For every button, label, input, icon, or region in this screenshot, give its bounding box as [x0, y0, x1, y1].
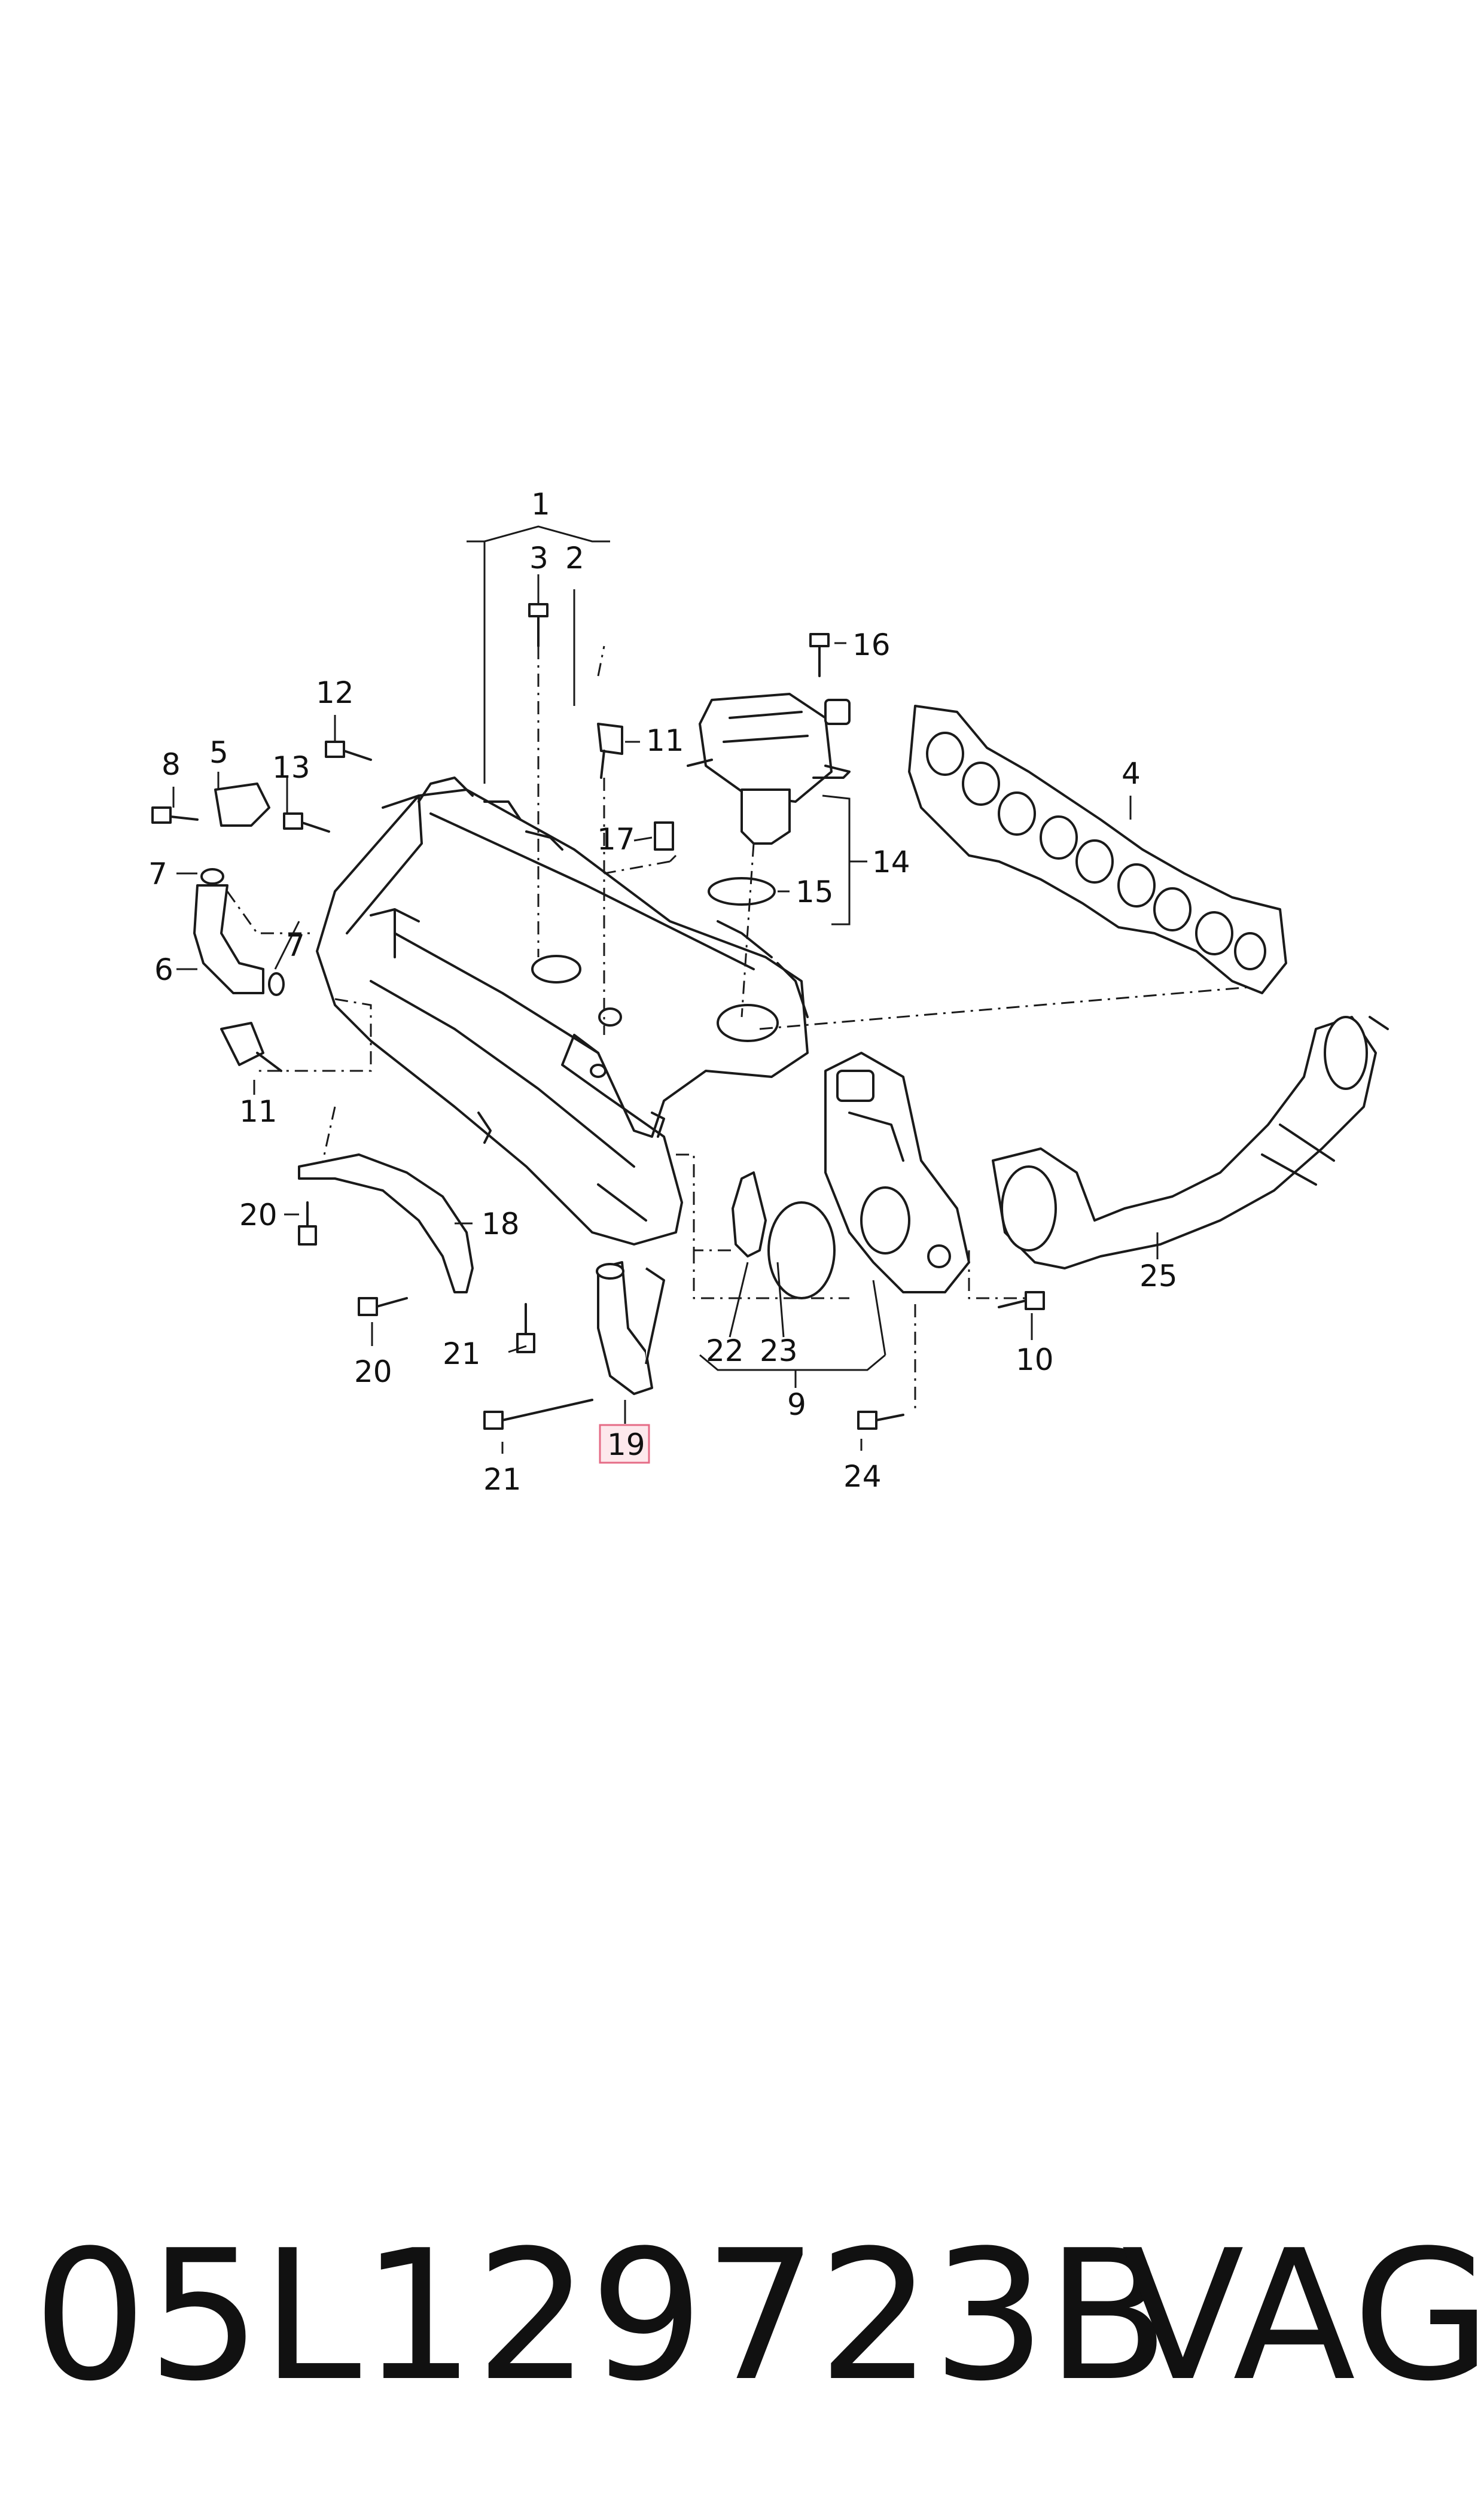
bolt-20-upper [298, 1201, 317, 1246]
temperature-sensor-lower [220, 1022, 282, 1072]
callout-10[interactable]: 10 [1016, 1342, 1054, 1377]
bolt-24 [857, 1411, 904, 1430]
callout-5[interactable]: 5 [209, 735, 228, 770]
bolt-21-upper [516, 1303, 535, 1353]
callout-15[interactable]: 15 [796, 875, 834, 909]
bolt-8 [151, 806, 199, 824]
callout-11-upper[interactable]: 11 [646, 723, 684, 758]
callout-12[interactable]: 12 [316, 675, 354, 710]
part-number: 05L129723B [33, 2212, 1169, 2420]
callout-17[interactable]: 17 [597, 822, 635, 857]
callout-8[interactable]: 8 [161, 747, 181, 782]
callout-19[interactable]: 19 [607, 1427, 645, 1462]
manifold-bracket [596, 1261, 665, 1395]
charge-air-pipe [992, 1016, 1389, 1269]
callout-7-upper[interactable]: 7 [148, 857, 167, 891]
callout-24[interactable]: 24 [843, 1459, 882, 1494]
callout-14[interactable]: 14 [872, 845, 910, 879]
brand-name: VAG [1122, 2212, 1484, 2420]
egr-valve [687, 693, 851, 845]
pressure-sensor [214, 783, 270, 827]
callout-23[interactable]: 23 [760, 1333, 798, 1368]
bolt-21-lower [483, 1399, 593, 1430]
callout-3[interactable]: 3 [529, 541, 548, 576]
callout-4[interactable]: 4 [1122, 756, 1141, 791]
callout-25[interactable]: 25 [1139, 1259, 1178, 1293]
callout-22[interactable]: 22 [706, 1333, 744, 1368]
washer-7-lower [268, 972, 285, 996]
o-ring [708, 877, 776, 906]
callout-20-upper[interactable]: 20 [239, 1198, 278, 1232]
throttle-body [824, 1052, 970, 1293]
callout-6[interactable]: 6 [154, 952, 173, 987]
bolt-12 [325, 741, 372, 761]
leader-lines [172, 525, 1159, 1454]
manifold-gasket [908, 705, 1287, 994]
assembly-axes [226, 646, 1251, 1412]
intake-manifold [316, 777, 809, 1246]
callout-11-lower[interactable]: 11 [239, 1094, 278, 1129]
seal-ring [767, 1201, 836, 1299]
callout-16[interactable]: 16 [852, 628, 891, 662]
callout-9[interactable]: 9 [787, 1387, 806, 1422]
callout-18[interactable]: 18 [482, 1207, 520, 1241]
callout-labels: 1 3 2 16 11 12 4 8 5 13 17 14 7 15 7 6 1… [148, 487, 1178, 1497]
callout-2[interactable]: 2 [565, 541, 584, 576]
callout-20-lower[interactable]: 20 [354, 1354, 392, 1389]
vacuum-hose [193, 884, 264, 994]
callout-1[interactable]: 1 [531, 487, 550, 522]
stud-17 [654, 821, 674, 851]
washer-7-upper [200, 868, 224, 885]
bolt-13 [283, 812, 330, 833]
support-bracket [298, 1153, 474, 1293]
bolt-10 [998, 1291, 1045, 1310]
callout-13[interactable]: 13 [272, 750, 310, 785]
bolt-20-lower [358, 1297, 408, 1316]
callout-21-lower[interactable]: 21 [483, 1462, 522, 1497]
flange-gasket [732, 1171, 767, 1258]
callout-19-highlight[interactable]: 19 [599, 1424, 650, 1464]
bolt-3 [528, 603, 548, 647]
callout-21-upper[interactable]: 21 [443, 1336, 481, 1371]
temperature-sensor-upper [597, 723, 623, 779]
callout-7-lower[interactable]: 7 [286, 928, 305, 963]
bolt-16 [809, 633, 830, 677]
